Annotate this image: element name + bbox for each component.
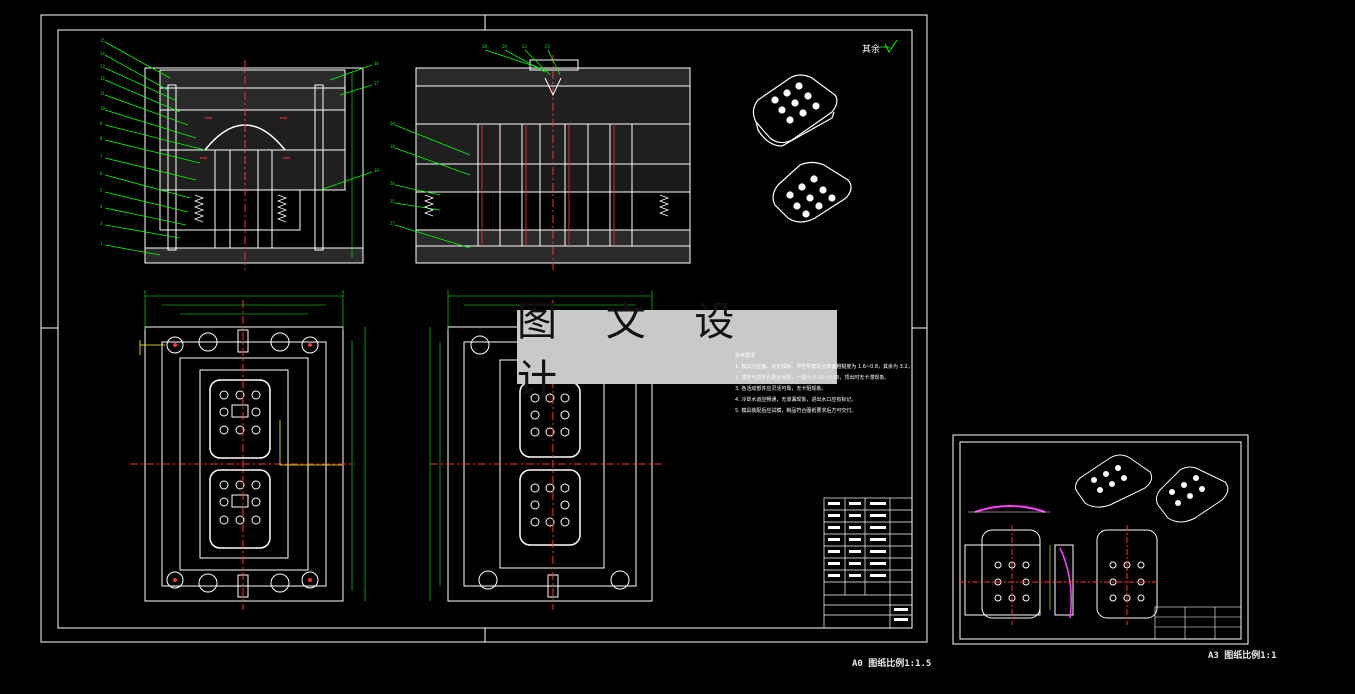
svg-text:18: 18 (374, 168, 379, 173)
svg-text:23: 23 (545, 44, 550, 49)
svg-text:14: 14 (100, 51, 105, 56)
svg-text:12: 12 (100, 76, 105, 81)
main-sheet-frame (40, 14, 928, 643)
svg-text:25: 25 (390, 199, 395, 204)
svg-text:10: 10 (100, 106, 105, 111)
tech-note-line: 3. 各活动部件应灵活可靠，无卡阻现象。 (735, 386, 827, 392)
svg-text:16: 16 (374, 61, 379, 66)
svg-text:13: 13 (100, 64, 105, 69)
title-block-cells (828, 502, 908, 621)
svg-text:19: 19 (390, 144, 395, 149)
svg-text:27: 27 (390, 221, 395, 226)
tech-note-line: 2. 顶杆与顶杆孔配合间隙，一般为 0.02~0.05，顶出时无卡滞现象。 (735, 375, 890, 381)
small-title-block (1154, 606, 1242, 640)
tech-note-line: 1. 模具分型面、动定模板、导柱导套配合表面粗糙度为 1.6~0.8，其余为 3… (735, 364, 913, 370)
watermark-banner: 图 文 设 计 (517, 299, 837, 403)
roughness-label: 其余 (862, 45, 881, 55)
svg-text:15: 15 (100, 38, 105, 43)
svg-text:28: 28 (482, 44, 487, 49)
part-iso-views (752, 74, 852, 223)
svg-text:29: 29 (502, 44, 507, 49)
small-sheet-profile (960, 505, 1160, 625)
title-block (823, 497, 913, 629)
small-sheet-frame (952, 434, 1249, 645)
svg-text:4: 4 (100, 204, 103, 209)
svg-text:11: 11 (100, 91, 105, 96)
small-scale-caption: A3 图纸比例1:1 (1208, 651, 1277, 661)
svg-text:1: 1 (100, 241, 103, 246)
svg-text:8: 8 (100, 136, 103, 141)
svg-text:26: 26 (390, 181, 395, 186)
section-view-right: 28 29 22 23 20 19 26 25 27 (390, 44, 691, 270)
roughness-symbol (880, 39, 898, 53)
svg-text:17: 17 (374, 81, 379, 86)
svg-text:6: 6 (100, 171, 103, 176)
svg-text:5: 5 (100, 188, 103, 193)
plan-view-moving-half (130, 290, 366, 610)
main-scale-caption: A0 图纸比例1:1.5 (852, 659, 932, 669)
svg-text:22: 22 (522, 44, 527, 49)
small-sheet-views (964, 454, 1229, 619)
svg-text:20: 20 (390, 121, 395, 126)
section-view-left: 15 14 13 12 11 10 9 8 7 6 5 4 3 1 16 17 18 (100, 38, 379, 270)
svg-text:7: 7 (100, 154, 103, 159)
svg-text:3: 3 (100, 221, 103, 226)
tech-note-line: 4. 冷却水道应畅通，无渗漏现象，进出水口应有标记。 (735, 397, 857, 403)
svg-text:9: 9 (100, 121, 103, 126)
tech-note-line: 技术要求 (735, 353, 756, 359)
tech-note-line: 5. 模具装配后应试模，制品符合图纸要求后方可交付。 (735, 408, 857, 414)
